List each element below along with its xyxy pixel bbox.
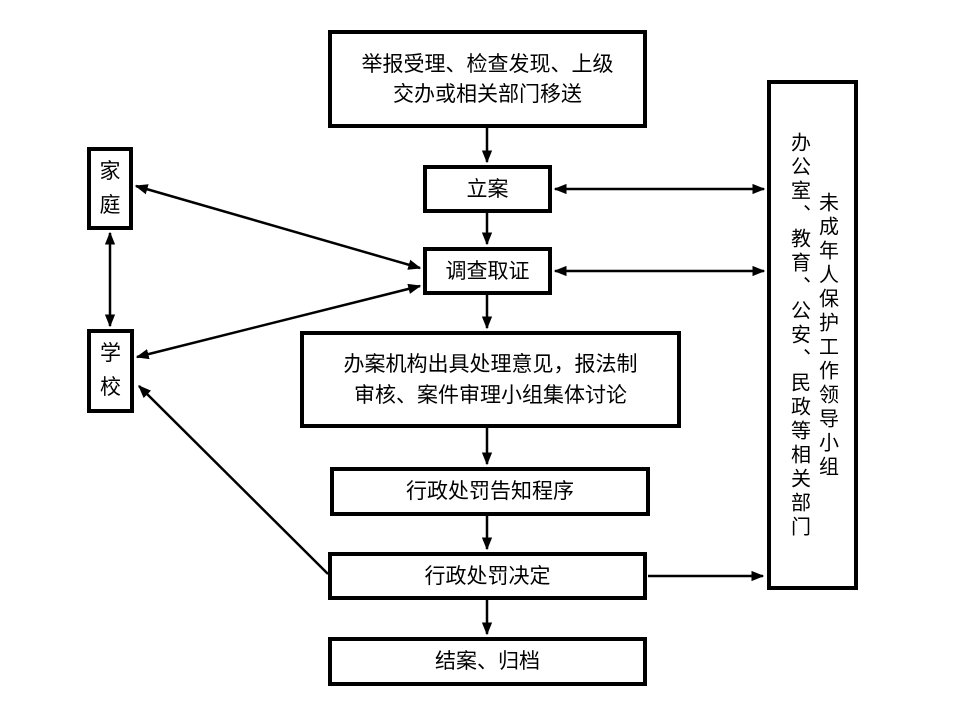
node-family-label: 家 庭 (99, 158, 121, 217)
node-school-label: 学 校 (100, 341, 121, 399)
node-case-closing[interactable]: 结案、归档 (328, 637, 647, 686)
node-penalty-decision[interactable]: 行政处罚决定 (328, 552, 647, 600)
node-review-discussion-label: 办案机构出具处理意见，报法制 审核、案件审理小组集体讨论 (343, 352, 638, 407)
node-investigation-label: 调查取证 (445, 258, 530, 283)
node-case-closing-label: 结案、归档 (435, 649, 540, 674)
edge-family-investigation-two-way (134, 184, 422, 270)
node-leading-group-label: 未成年人保护工作领导小组 (815, 192, 838, 480)
edge-decision-to-school (138, 385, 329, 575)
node-leading-group-departments[interactable]: 办公室、教育、公安、民政等相关部门 未成年人保护工作领导小组 (767, 80, 858, 590)
node-report-intake-label: 举报受理、检查发现、上级 交办或相关部门移送 (361, 51, 614, 106)
node-family[interactable]: 家 庭 (87, 147, 133, 230)
edge-school-investigation-two-way (135, 283, 422, 360)
node-departments-label: 办公室、教育、公安、民政等相关部门 (787, 132, 810, 540)
node-penalty-notice[interactable]: 行政处罚告知程序 (330, 467, 650, 516)
node-school[interactable]: 学 校 (87, 329, 134, 413)
node-review-discussion[interactable]: 办案机构出具处理意见，报法制 审核、案件审理小组集体讨论 (300, 331, 681, 428)
node-penalty-decision-label: 行政处罚决定 (424, 563, 551, 588)
node-investigation[interactable]: 调查取证 (423, 247, 552, 295)
node-case-filing-label: 立案 (466, 176, 509, 201)
node-penalty-notice-label: 行政处罚告知程序 (406, 479, 574, 504)
node-report-intake[interactable]: 举报受理、检查发现、上级 交办或相关部门移送 (328, 30, 647, 128)
node-case-filing[interactable]: 立案 (423, 165, 552, 213)
